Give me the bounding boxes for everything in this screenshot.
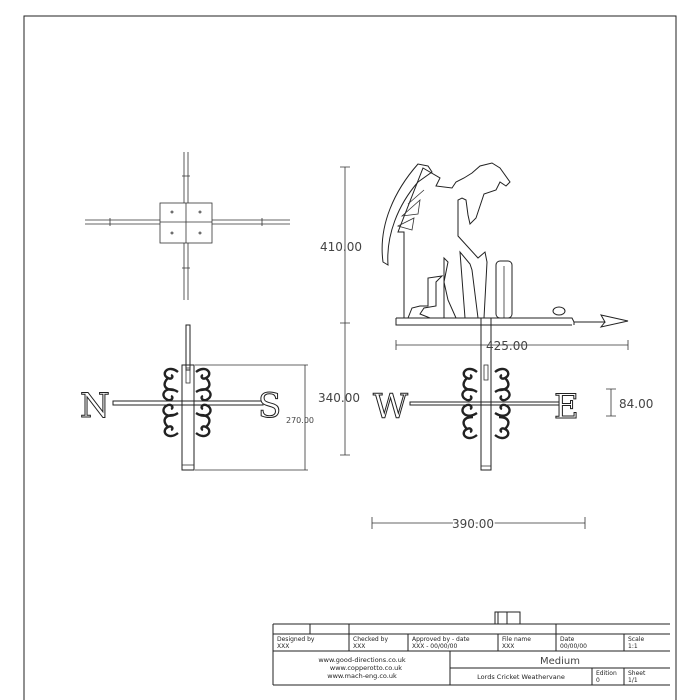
dim-height-upper: 410.00 xyxy=(320,240,362,254)
dim-letter-height: 84.00 xyxy=(619,397,653,411)
file-name-value: XXX xyxy=(502,643,514,650)
approved-label: Approved by - date xyxy=(412,636,470,643)
side-scrolls xyxy=(162,367,212,438)
dim-arm-span: 390.00 xyxy=(452,517,494,531)
letter-n: N xyxy=(80,386,110,426)
website-1: www.good-directions.co.uk xyxy=(318,656,406,664)
dim-arrow-length: 425.00 xyxy=(486,339,528,353)
letter-s: S xyxy=(258,386,281,426)
top-view xyxy=(85,152,290,300)
edition-label: Edition xyxy=(596,670,617,677)
front-scrolls xyxy=(461,367,511,440)
edition-value: 0 xyxy=(596,677,600,684)
sheet-value: 1/1 xyxy=(628,677,638,684)
letter-w: W xyxy=(373,387,408,427)
letter-e: E xyxy=(554,387,579,427)
scale-label: Scale xyxy=(628,636,644,643)
date-value: 00/00/00 xyxy=(560,643,587,650)
designed-by-label: Designed by xyxy=(277,636,315,643)
sheet-label: Sheet xyxy=(628,670,646,677)
designed-by-value: XXX xyxy=(277,643,289,650)
website-3: www.mach-eng.co.uk xyxy=(327,672,397,680)
date-label: Date xyxy=(560,636,575,643)
size-label: Medium xyxy=(540,656,580,667)
cricket-bat xyxy=(381,163,433,266)
arrow xyxy=(396,314,629,328)
dim-side-height: 270.00 xyxy=(286,416,314,425)
drawing-title: Lords Cricket Weathervane xyxy=(477,673,565,681)
scale-value: 1:1 xyxy=(628,643,638,650)
title-block: Designed by XXX Checked by XXX Approved … xyxy=(272,611,670,686)
dim-height-lower: 340.00 xyxy=(318,391,360,405)
file-name-label: File name xyxy=(502,636,531,643)
checked-by-value: XXX xyxy=(353,643,365,650)
front-view: W E 410.00 340.00 425.00 84.00 390.00 xyxy=(318,162,653,533)
approved-value: XXX - 00/00/00 xyxy=(412,643,457,650)
cricket-ball xyxy=(552,306,566,316)
website-2: www.copperotto.co.uk xyxy=(330,664,402,672)
drawing-frame xyxy=(23,15,677,700)
checked-by-label: Checked by xyxy=(353,636,388,643)
side-view: N S 270.00 xyxy=(80,324,314,471)
